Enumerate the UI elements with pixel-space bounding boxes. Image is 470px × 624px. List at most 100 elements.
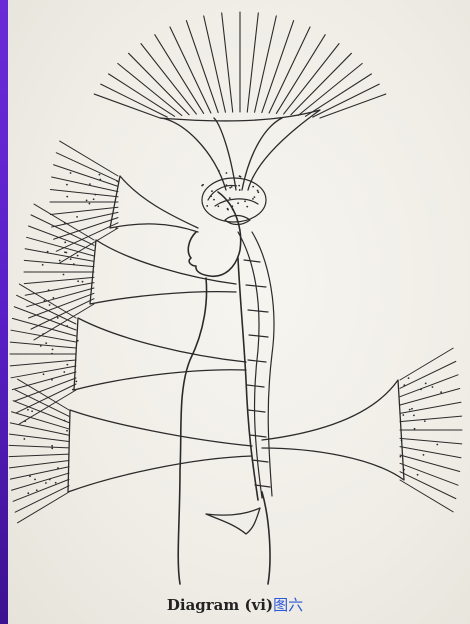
stipple-dot bbox=[253, 196, 255, 198]
stipple-dot bbox=[82, 281, 84, 283]
throat-trumpet bbox=[90, 240, 236, 304]
stipple-dot bbox=[27, 492, 29, 494]
stipple-dot bbox=[436, 444, 438, 446]
stipple-dot bbox=[409, 409, 411, 411]
trumpet-ray bbox=[12, 473, 69, 490]
trumpet-ray bbox=[25, 249, 94, 262]
stipple-dot bbox=[63, 274, 65, 276]
stipple-dot bbox=[231, 186, 233, 188]
stipple-dot bbox=[232, 209, 234, 211]
stipple-dot bbox=[420, 388, 422, 390]
head-outline bbox=[188, 192, 240, 276]
trumpet-ray bbox=[11, 330, 76, 342]
trumpet-ray bbox=[14, 378, 76, 401]
stipple-dot bbox=[47, 251, 49, 253]
crown-ray bbox=[247, 13, 258, 112]
crown-rays bbox=[94, 12, 386, 118]
stipple-dot bbox=[77, 340, 79, 342]
stipple-dot bbox=[34, 479, 36, 481]
stipple-dot bbox=[24, 420, 26, 422]
stipple-dot bbox=[36, 489, 38, 491]
spleen-trumpet bbox=[262, 380, 404, 480]
stipple-dot bbox=[229, 187, 231, 189]
stipple-dot bbox=[403, 384, 405, 386]
crown-ray bbox=[298, 64, 362, 116]
stipple-dot bbox=[413, 414, 415, 416]
sacral-trumpet bbox=[206, 508, 260, 534]
front-contour bbox=[178, 278, 206, 584]
trumpet-ray bbox=[9, 445, 69, 447]
trumpet-ray bbox=[34, 204, 94, 240]
trumpet-ray bbox=[400, 438, 462, 444]
crown-ray bbox=[291, 53, 351, 114]
crown-ray bbox=[129, 53, 189, 114]
stipple-dot bbox=[43, 373, 45, 375]
stipple-dot bbox=[66, 430, 68, 432]
stipple-dot bbox=[57, 317, 59, 319]
stipple-dot bbox=[66, 325, 68, 327]
stipple-dot bbox=[217, 205, 219, 207]
stipple-dot bbox=[231, 205, 233, 207]
stipple-dot bbox=[31, 410, 33, 412]
stipple-dot bbox=[235, 185, 237, 187]
human-figure-outline bbox=[178, 192, 270, 584]
stipple-dot bbox=[63, 371, 65, 373]
stipple-dot bbox=[237, 202, 239, 204]
stipple-dot bbox=[77, 280, 79, 282]
crown-brain bbox=[202, 178, 266, 225]
stipple-dot bbox=[417, 474, 419, 476]
trumpet-ray bbox=[50, 189, 118, 196]
trumpet-ray bbox=[12, 412, 69, 429]
stipple-dot bbox=[240, 176, 242, 178]
trumpet-ray bbox=[400, 388, 460, 405]
stipple-dot bbox=[40, 345, 42, 347]
stipple-dot bbox=[23, 438, 25, 440]
stipple-dot bbox=[238, 185, 240, 187]
head-trumpet bbox=[110, 176, 198, 232]
stipple-dot bbox=[206, 205, 208, 207]
stipple-dot bbox=[93, 198, 95, 200]
stipple-dot bbox=[76, 216, 78, 218]
stipple-dot bbox=[401, 440, 403, 442]
trumpet-ray bbox=[52, 212, 118, 227]
stipple-dot bbox=[440, 391, 442, 393]
stipple-dot bbox=[51, 379, 53, 381]
stipple-dot bbox=[51, 445, 53, 447]
stipple-dot bbox=[257, 190, 259, 192]
stipple-dot bbox=[44, 300, 46, 302]
trumpet-ray bbox=[50, 207, 118, 214]
stipple-dot bbox=[239, 189, 241, 191]
stipple-dot bbox=[29, 475, 31, 477]
stipple-dot bbox=[115, 227, 117, 229]
heart-trumpet bbox=[74, 318, 246, 390]
stipple-dots bbox=[23, 170, 442, 494]
stipple-dot bbox=[408, 377, 410, 379]
stipple-dot bbox=[52, 297, 54, 299]
stipple-dot bbox=[57, 467, 59, 469]
stipple-dot bbox=[425, 383, 427, 385]
stipple-dot bbox=[252, 186, 254, 188]
crown-ray bbox=[109, 74, 175, 116]
trumpet-ray bbox=[9, 454, 69, 456]
crown-ray bbox=[313, 84, 380, 117]
trumpet-ray bbox=[52, 177, 118, 192]
trumpet-ray bbox=[24, 277, 94, 283]
stipple-dot bbox=[89, 203, 91, 205]
solar-plexus-trumpet bbox=[68, 410, 252, 492]
trumpet-ray bbox=[10, 423, 69, 435]
trumpet-ray bbox=[400, 402, 461, 413]
stipple-dot bbox=[64, 420, 66, 422]
crown-ray bbox=[204, 16, 226, 112]
stipple-dot bbox=[70, 258, 72, 260]
stipple-dot bbox=[66, 196, 68, 198]
trumpet-ray bbox=[24, 260, 94, 266]
stipple-dot bbox=[86, 199, 88, 201]
crown-ray bbox=[186, 21, 218, 113]
stipple-dot bbox=[213, 199, 215, 201]
stipple-dot bbox=[75, 380, 77, 382]
trumpet-ray bbox=[17, 295, 76, 324]
stipple-dot bbox=[27, 409, 29, 411]
trumpet-ray bbox=[11, 366, 76, 378]
crown-ray bbox=[118, 64, 182, 116]
trumpet-ray bbox=[10, 467, 69, 479]
